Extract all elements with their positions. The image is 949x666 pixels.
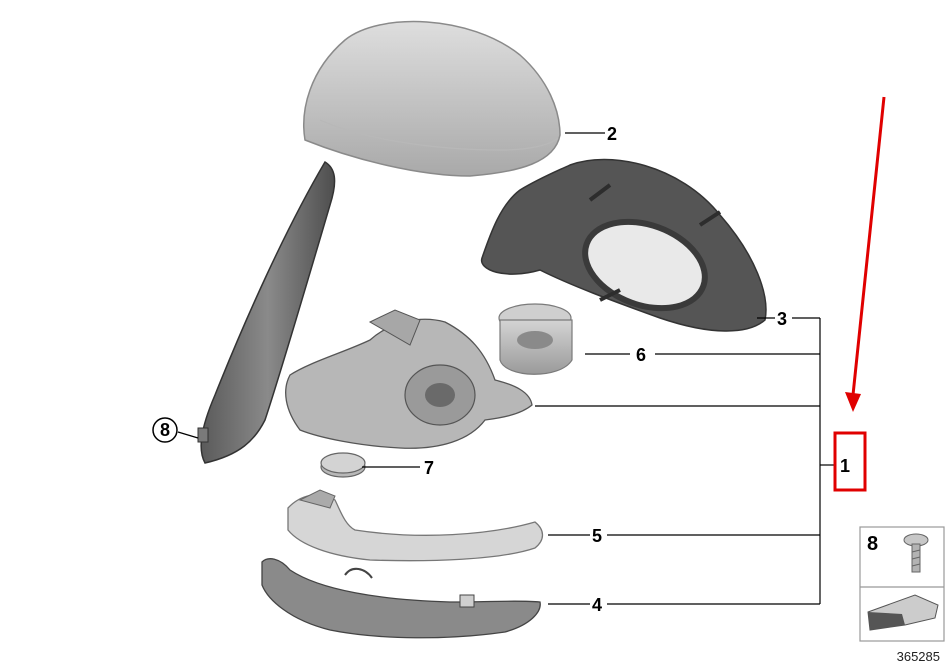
callout-8: 8	[160, 420, 170, 440]
mirror-cap-part	[303, 20, 561, 177]
highlight-box	[833, 431, 867, 492]
callout-7: 7	[424, 458, 434, 478]
callout-1: 1	[840, 456, 850, 476]
legend-part-number: 8	[867, 533, 878, 555]
leader-lines	[177, 132, 836, 605]
callout-6: 6	[636, 345, 646, 365]
callout-4: 4	[592, 595, 602, 615]
red-arrow	[845, 96, 886, 412]
base-bracket-part	[285, 309, 533, 449]
small-disc-part	[320, 452, 366, 478]
installation-arrow-icon	[867, 594, 939, 631]
lower-trim-part	[261, 558, 541, 639]
screw-icon	[903, 533, 929, 573]
callout-3: 3	[777, 309, 787, 329]
callout-8-circle: 8	[152, 417, 178, 443]
mirror-glass-part	[197, 160, 336, 464]
callout-2: 2	[607, 124, 617, 144]
legend-box: 8	[859, 526, 945, 642]
callout-5: 5	[592, 526, 602, 546]
motor-part	[498, 303, 573, 375]
reference-number: 365285	[897, 649, 940, 664]
turn-signal-part	[287, 489, 544, 562]
housing-frame-part	[481, 158, 767, 332]
